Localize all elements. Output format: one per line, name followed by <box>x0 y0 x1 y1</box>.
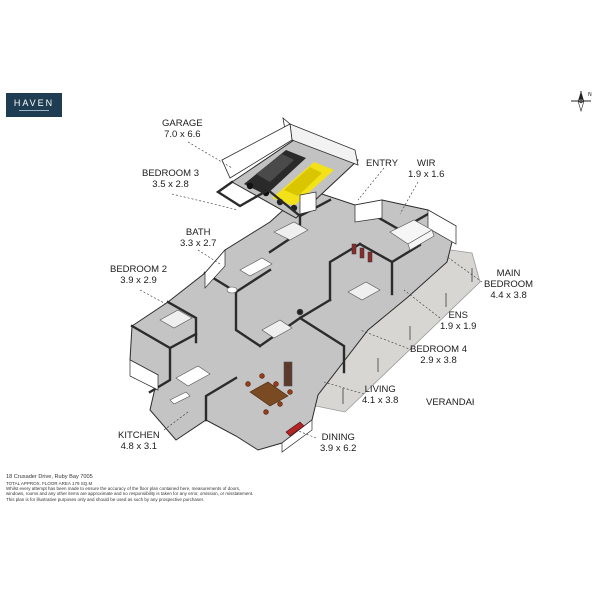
bed-bedroom4 <box>347 281 381 301</box>
bedroom2-size: 3.9 x 2.9 <box>120 275 157 286</box>
label-ens: ENS 1.9 x 1.9 <box>440 310 476 332</box>
footer-disclaimer-3: This plan is for illustrative purposes o… <box>6 496 205 502</box>
label-bath: BATH 3.3 x 2.7 <box>180 227 216 249</box>
living-size: 4.1 x 3.8 <box>362 395 399 406</box>
yellow-car <box>272 162 334 212</box>
footer-address: 18 Crusader Drive, Ruby Bay 7005 <box>6 474 93 480</box>
verandah-name: VERANDAH <box>426 397 474 408</box>
label-wir: WIR 1.9 x 1.6 <box>408 158 444 180</box>
entry-name: ENTRY <box>366 158 399 169</box>
bedroom4-name: BEDROOM 4 <box>410 344 468 355</box>
dining-table <box>245 373 293 415</box>
garage-size: 7.0 x 6.6 <box>164 129 201 140</box>
compass-icon: N <box>571 91 592 113</box>
wardrobe-shelves <box>351 243 373 263</box>
brand-logo-text: HAVEN <box>13 98 55 108</box>
leader-lines <box>139 141 483 439</box>
main-size: 4.4 x 3.8 <box>490 290 527 301</box>
bath-name: BATH <box>185 227 211 238</box>
footer-disclaimer-1: Whilst every attempt has been made to en… <box>6 486 241 491</box>
garage-left-wall <box>221 123 293 179</box>
dining-name: DINING <box>321 432 355 443</box>
dining-size: 3.9 x 6.2 <box>320 443 357 454</box>
bed-main <box>389 219 435 251</box>
bedroom2-name: BEDROOM 2 <box>110 264 168 275</box>
kitchen-name: KITCHEN <box>118 430 160 441</box>
footer-area: TOTAL APPROX. FLOOR AREA 179 SQ.M <box>6 480 93 486</box>
kitchen-benches <box>169 365 211 405</box>
label-kitchen: KITCHEN 4.8 x 3.1 <box>118 430 160 452</box>
footer: 18 Crusader Drive, Ruby Bay 7005 TOTAL A… <box>6 474 253 502</box>
bath-fixtures <box>226 257 273 294</box>
bed-bedroom3 <box>273 221 309 241</box>
living-name: LIVING <box>364 384 396 395</box>
label-main-bedroom: MAIN BEDROOM 4.4 x 3.8 <box>484 268 533 301</box>
kitchen-size: 4.8 x 3.1 <box>120 441 158 452</box>
wall-tops <box>129 191 457 453</box>
bedroom4-size: 2.9 x 3.8 <box>420 355 457 366</box>
garage-name: GARAGE <box>162 118 203 129</box>
wir-size: 1.9 x 1.6 <box>408 169 445 180</box>
garage-floor <box>231 135 359 219</box>
label-dining: DINING 3.9 x 6.2 <box>320 432 356 454</box>
ens-name: ENS <box>448 310 468 321</box>
brand-logo-underline <box>19 110 49 111</box>
bed-bedroom2 <box>159 309 193 329</box>
living-furniture <box>261 308 304 387</box>
label-entry: ENTRY <box>366 158 398 169</box>
brand-logo: HAVEN <box>6 93 62 117</box>
main-name-2: BEDROOM <box>484 279 534 290</box>
label-garage: GARAGE 7.0 x 6.6 <box>162 118 203 140</box>
svg-text:N: N <box>588 92 592 98</box>
wir-name: WIR <box>416 158 436 169</box>
bedroom3-name: BEDROOM 3 <box>142 168 200 179</box>
label-bedroom2: BEDROOM 2 3.9 x 2.9 <box>110 264 167 286</box>
bath-size: 3.3 x 2.7 <box>180 238 217 249</box>
main-name-1: MAIN <box>496 268 521 279</box>
red-cabinet <box>285 421 305 437</box>
label-bedroom3: BEDROOM 3 3.5 x 2.8 <box>142 168 199 190</box>
bedroom3-size: 3.5 x 2.8 <box>152 179 189 190</box>
label-bedroom4: BEDROOM 4 2.9 x 3.8 <box>410 344 467 366</box>
label-living: LIVING 4.1 x 3.8 <box>362 384 398 406</box>
ens-size: 1.9 x 1.9 <box>440 321 477 332</box>
footer-disclaimer-2: windows, rooms and any other items are a… <box>6 491 254 497</box>
label-verandah: VERANDAH <box>426 397 474 408</box>
